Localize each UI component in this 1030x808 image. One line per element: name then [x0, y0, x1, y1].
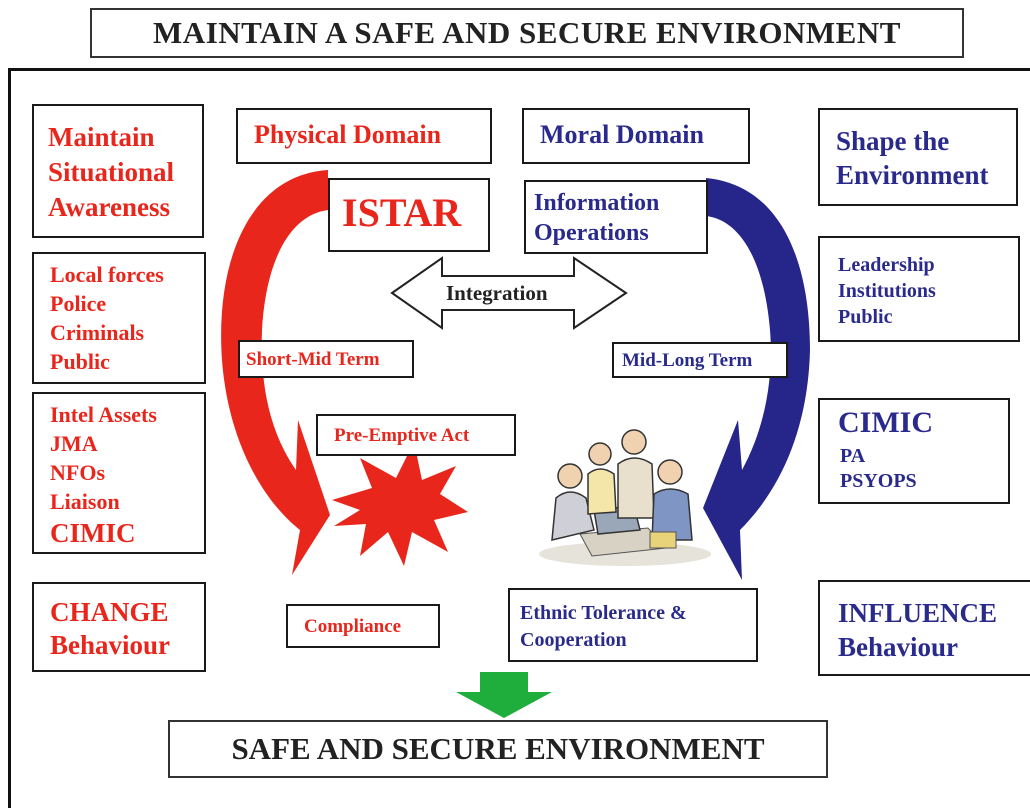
actors-list: Local forces Police Criminals Public: [50, 262, 164, 374]
down-arrow-icon: [456, 672, 552, 718]
cimic-title: CIMIC: [838, 406, 933, 439]
cimic-sub-list: PA PSYOPS: [840, 445, 917, 492]
double-arrow-icon: [390, 256, 628, 330]
blue-curved-arrow: [703, 178, 810, 580]
cimic-box: CIMIC PA PSYOPS: [818, 398, 1010, 504]
targets-box: Leadership Institutions Public: [818, 236, 1020, 342]
situational-awareness-text: Maintain Situational Awareness: [48, 122, 175, 222]
actors-box: Local forces Police Criminals Public: [32, 252, 206, 384]
compliance-box: Compliance: [286, 604, 440, 648]
diagram-title: MAINTAIN A SAFE AND SECURE ENVIRONMENT: [90, 8, 964, 58]
influence-behaviour-box: INFLUENCE Behaviour: [818, 580, 1030, 676]
short-mid-term-label: Short-Mid Term: [246, 349, 380, 370]
pre-emptive-act-box: Pre-Emptive Act: [316, 414, 516, 456]
shape-environment-text: Shape the Environment: [836, 126, 989, 190]
moral-domain-label: Moral Domain: [540, 120, 704, 149]
mid-long-term-box: Mid-Long Term: [612, 342, 788, 378]
short-mid-term-box: Short-Mid Term: [238, 340, 414, 378]
targets-list: Leadership Institutions Public: [838, 254, 936, 328]
physical-domain-box: Physical Domain: [236, 108, 492, 164]
pre-emptive-act-label: Pre-Emptive Act: [334, 425, 470, 446]
compliance-label: Compliance: [304, 616, 402, 637]
explosion-icon: [332, 442, 468, 566]
change-behaviour-text: CHANGE Behaviour: [50, 597, 171, 660]
change-behaviour-box: CHANGE Behaviour: [32, 582, 206, 672]
physical-domain-label: Physical Domain: [254, 120, 442, 149]
integration-label: Integration: [446, 281, 548, 305]
ethnic-tolerance-box: Ethnic Tolerance & Cooperation: [508, 588, 758, 662]
safe-secure-environment-box: SAFE AND SECURE ENVIRONMENT: [168, 720, 828, 778]
ethnic-tolerance-text: Ethnic Tolerance & Cooperation: [520, 602, 687, 651]
info-ops-box: Information Operations: [524, 180, 708, 254]
people-meeting-icon: [539, 429, 711, 566]
influence-behaviour-text: INFLUENCE Behaviour: [838, 598, 998, 662]
assets-list: Intel Assets JMA NFOs Liaison CIMIC: [50, 402, 157, 548]
diagram-frame: [8, 68, 1030, 808]
moral-domain-box: Moral Domain: [522, 108, 750, 164]
mid-long-term-label: Mid-Long Term: [622, 350, 753, 371]
assets-box: Intel Assets JMA NFOs Liaison CIMIC: [32, 392, 206, 554]
red-curved-arrow: [221, 170, 330, 575]
istar-box: ISTAR: [328, 178, 490, 252]
shape-environment-box: Shape the Environment: [818, 108, 1018, 206]
situational-awareness-box: Maintain Situational Awareness: [32, 104, 204, 238]
info-ops-text: Information Operations: [534, 190, 660, 246]
istar-label: ISTAR: [342, 190, 462, 235]
